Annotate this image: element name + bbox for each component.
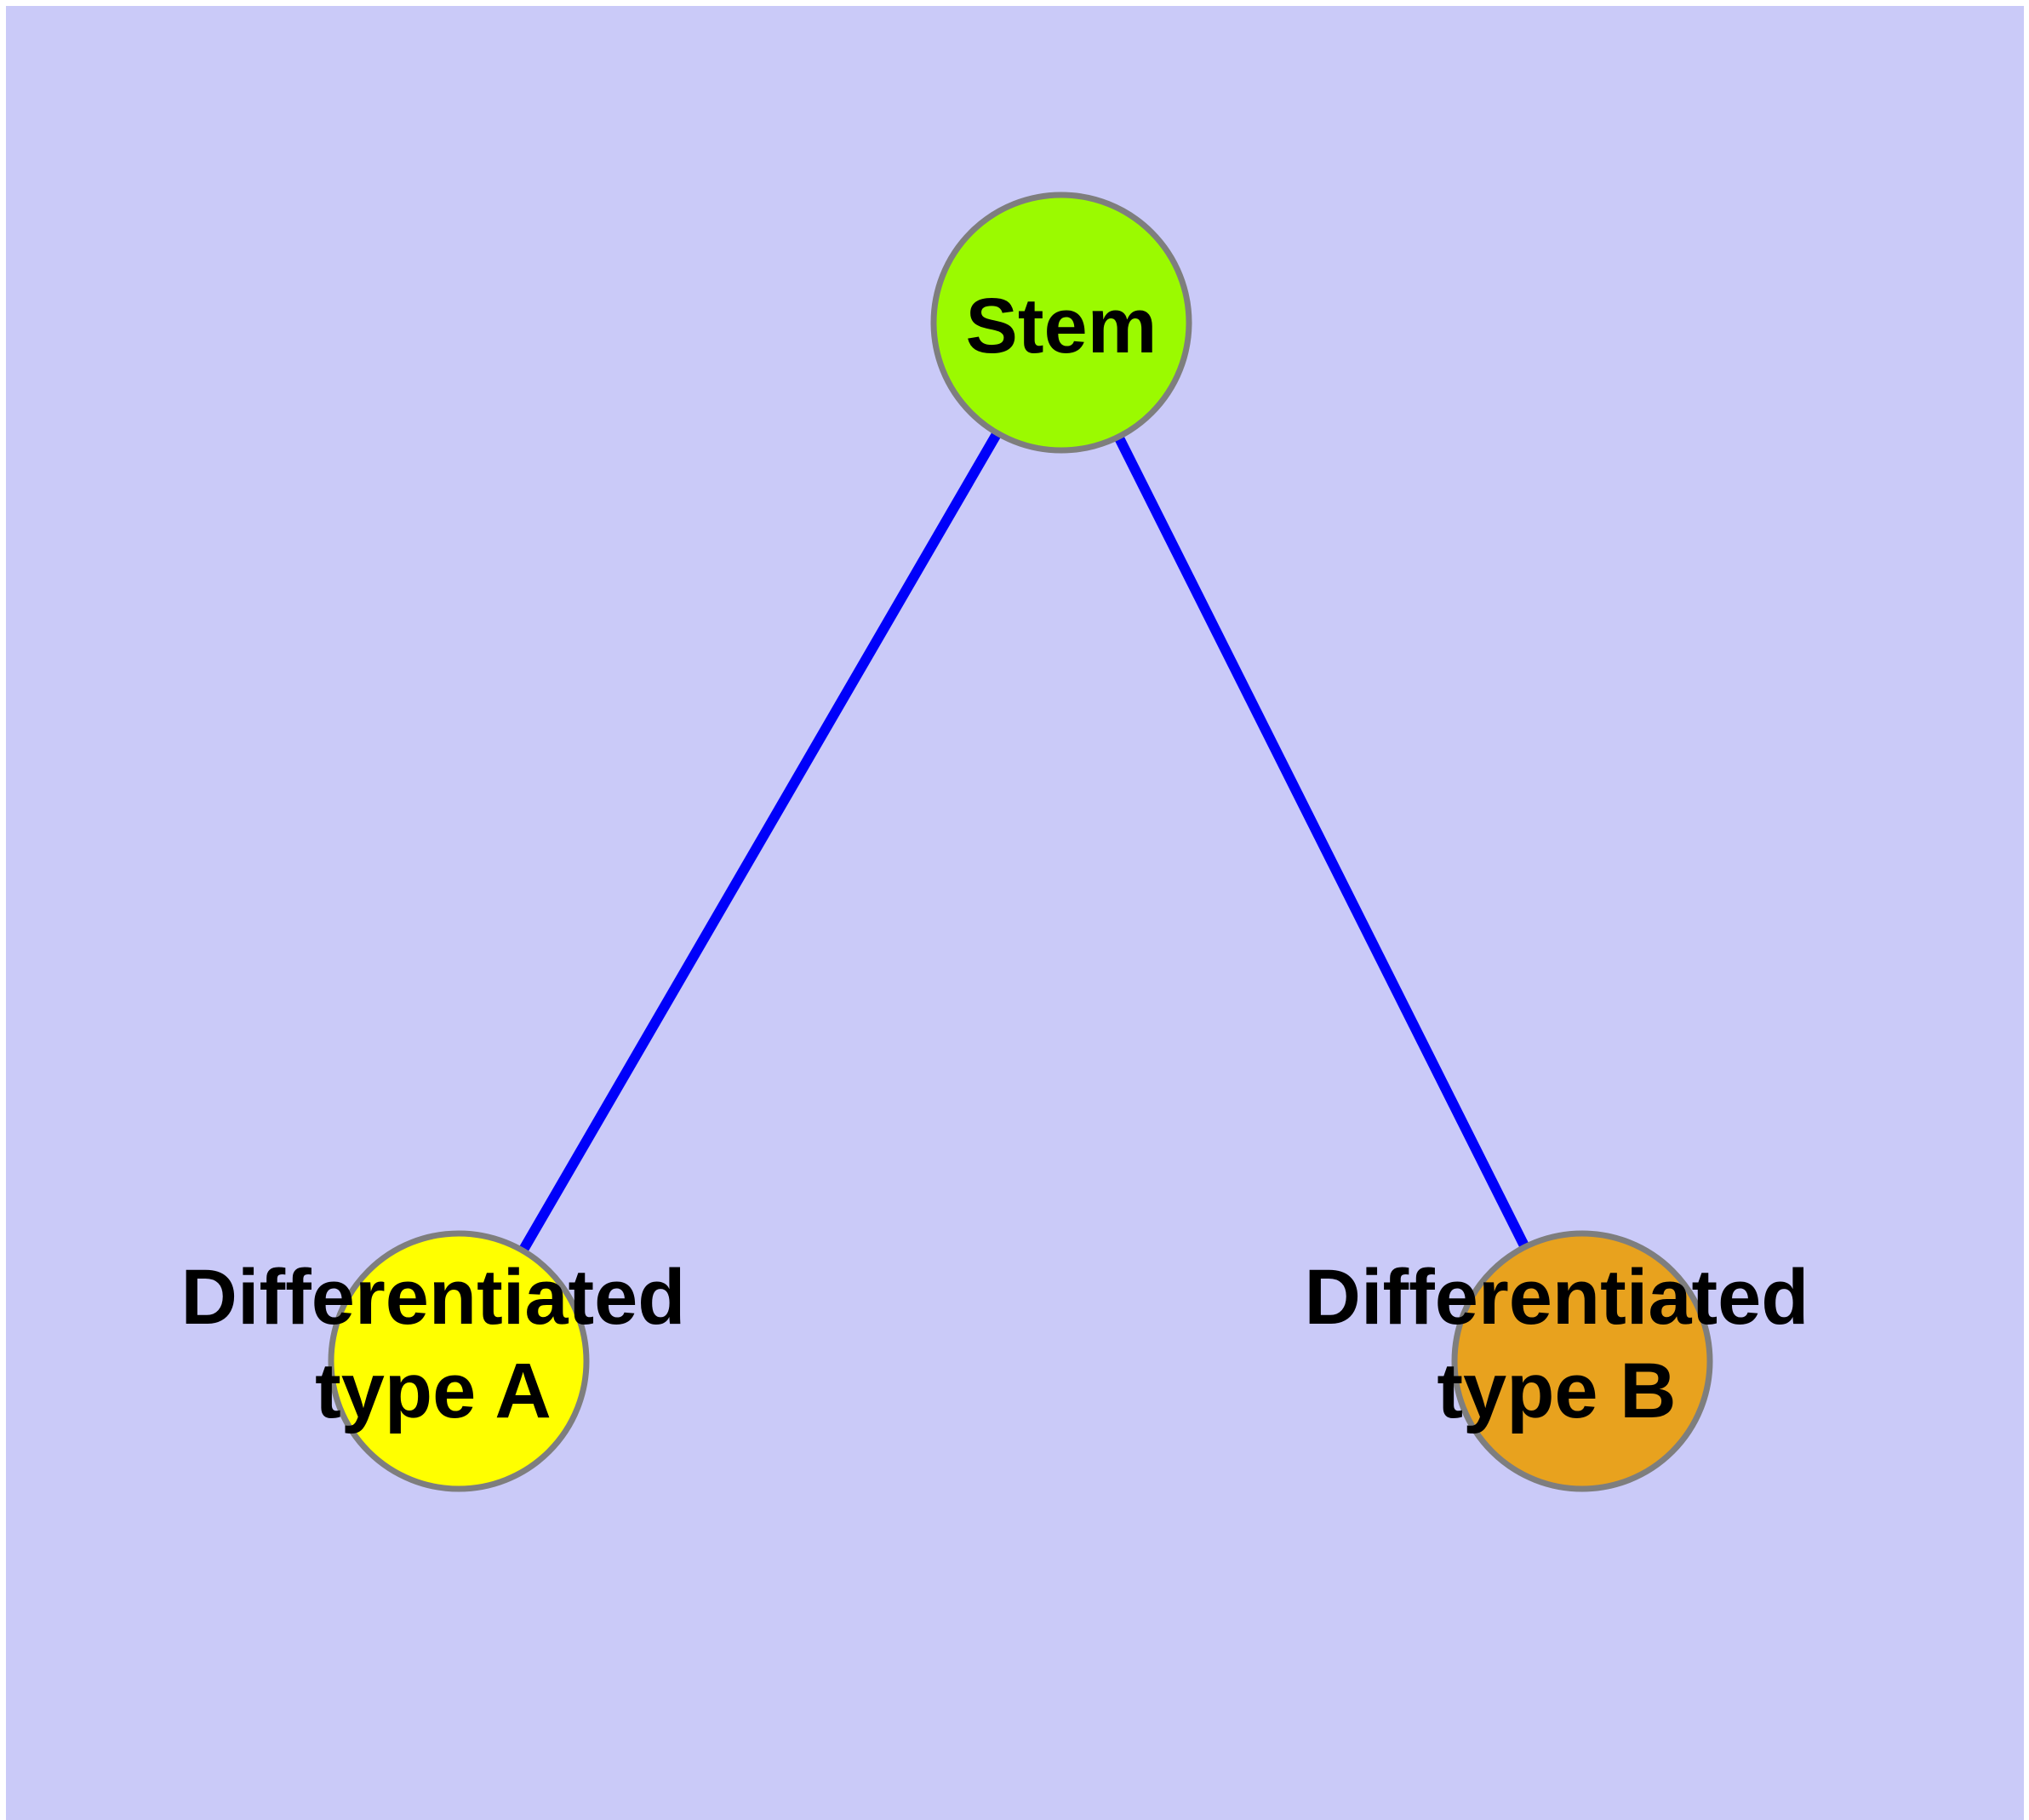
graph-svg — [328, 192, 1713, 1492]
diagram-canvas: Stem Differentiated type A Differentiate… — [6, 6, 2024, 1820]
node-type-b-label: Differentiated type B — [1304, 1254, 1809, 1434]
edge-stem-to-type-a — [454, 319, 1066, 1365]
node-stem-circle — [930, 192, 1192, 454]
node-type-b-circle — [1451, 1230, 1713, 1492]
node-type-a-label: Differentiated type A — [180, 1254, 686, 1434]
node-type-a-circle — [328, 1230, 590, 1492]
edge-stem-to-type-b — [1056, 320, 1587, 1364]
node-stem-label: Stem — [965, 283, 1157, 369]
